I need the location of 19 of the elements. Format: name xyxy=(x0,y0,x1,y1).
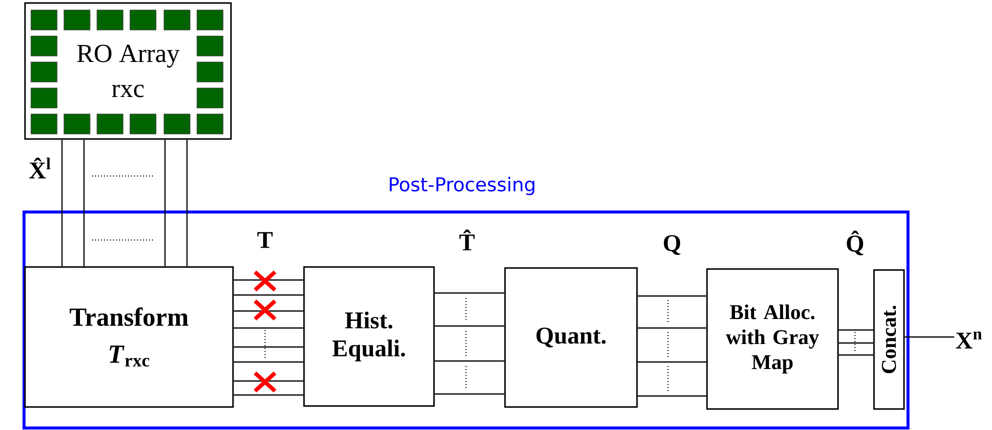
edge-label: X̂$^{l}$ xyxy=(29,158,50,178)
edge-label: T xyxy=(257,232,273,248)
edge-label: Q̂ xyxy=(846,230,864,256)
wire-bundle xyxy=(904,336,954,338)
output-label: X$^{n}$ xyxy=(956,332,982,348)
wire-bundle xyxy=(838,329,874,356)
process-box: Quant. xyxy=(504,267,638,408)
wire-bundle xyxy=(61,139,188,267)
process-box: Concat. xyxy=(873,269,905,410)
process-box: Bit Alloc. with Gray Map xyxy=(706,268,839,410)
process-box: Transform T$_{rxc}$ xyxy=(24,266,234,408)
edge-label: Q xyxy=(664,235,680,255)
panel-title: Post-Processing xyxy=(390,176,534,196)
process-box: Hist. Equali. xyxy=(303,266,435,407)
edge-label: T̂ xyxy=(459,230,475,250)
wire-bundle xyxy=(434,292,505,395)
wire-bundle xyxy=(233,279,304,396)
wire-bundle xyxy=(637,295,707,397)
array-box: RO Array rxc xyxy=(24,2,232,140)
